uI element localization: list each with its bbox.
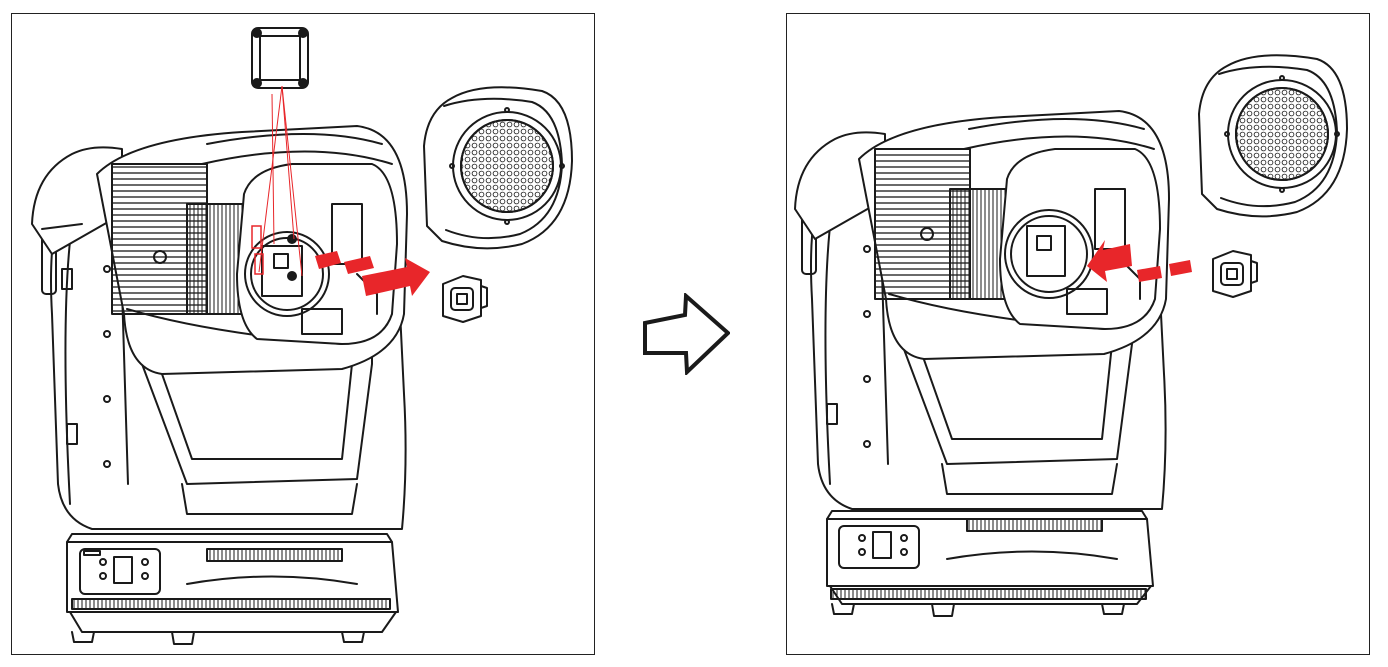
- module-icon: [442, 275, 488, 323]
- right-arrow-icon: [643, 293, 730, 375]
- front-opening: [236, 163, 398, 345]
- step-remove-illustration: [31, 27, 573, 645]
- step-insert-illustration: [794, 54, 1348, 617]
- fixture-base: [66, 533, 399, 645]
- gasket-icon: [251, 27, 309, 89]
- front-cap-icon: [1198, 54, 1348, 218]
- step-remove-panel: [11, 13, 595, 655]
- step-insert-panel: [786, 13, 1370, 655]
- fixture-yoke: [41, 200, 407, 530]
- module-icon: [1212, 250, 1258, 298]
- fixture-base: [826, 510, 1154, 617]
- front-cap-icon: [423, 86, 573, 250]
- removal-highlight: [251, 85, 430, 296]
- front-opening: [999, 148, 1161, 330]
- insertion-highlight: [1087, 240, 1192, 282]
